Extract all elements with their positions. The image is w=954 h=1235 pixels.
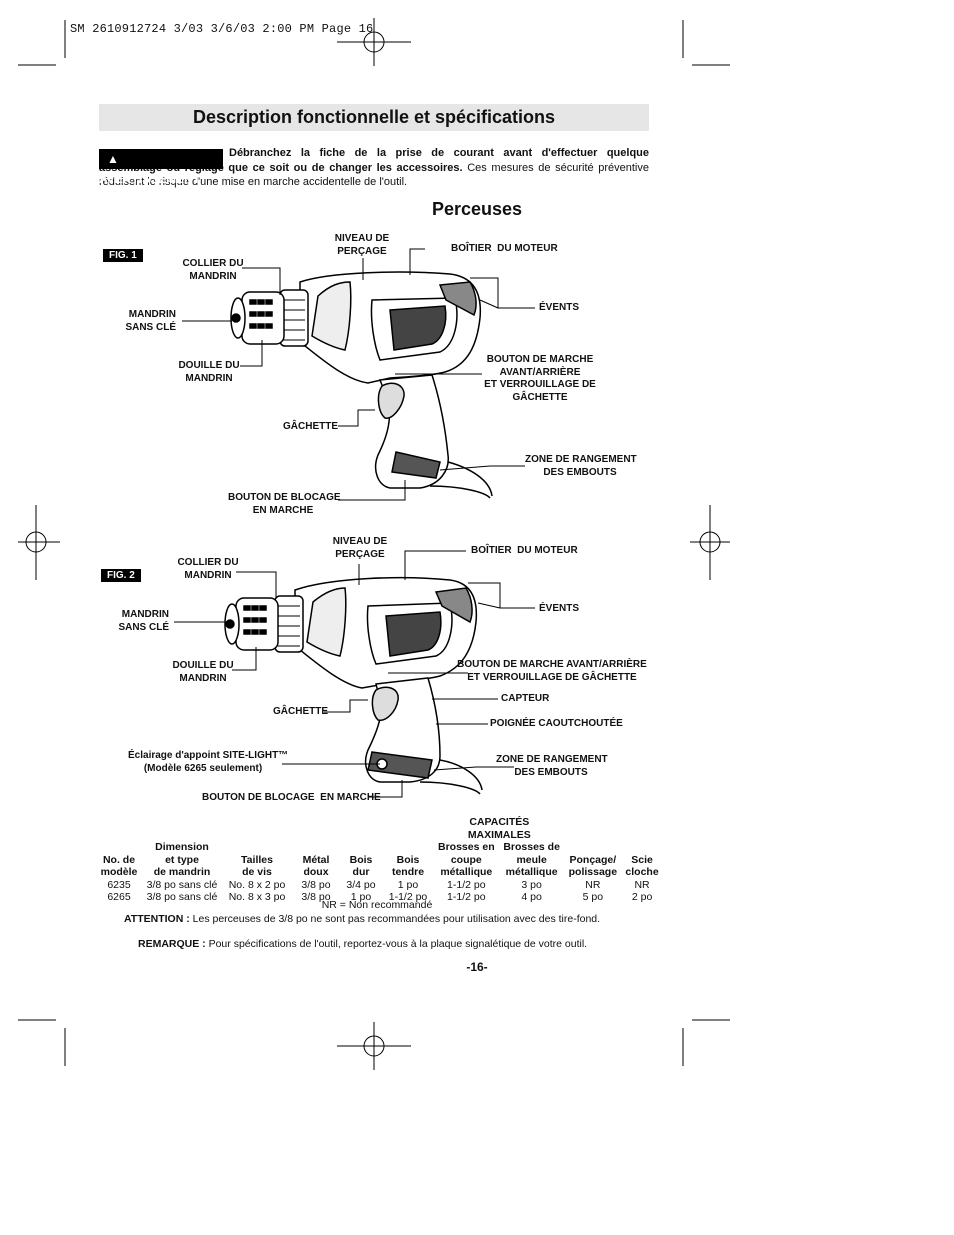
- attention-text: Les perceuses de 3/8 po ne sont pas reco…: [192, 913, 601, 925]
- table-header: Dimension et type de mandrin: [153, 841, 211, 878]
- table-cell: 3 po: [521, 878, 542, 891]
- table-cell: 3/4 po: [346, 878, 376, 891]
- table-header: No. de modèle: [100, 853, 138, 879]
- table-cell: 1-1/2 po: [388, 891, 428, 903]
- table-cell: 1-1/2 po: [447, 878, 486, 891]
- table-cell: No. 8 x 2 po: [228, 878, 286, 891]
- table-cell: 1-1/2 po: [447, 891, 486, 903]
- fig2-capteur-label: CAPTEUR: [501, 693, 550, 704]
- fig1-events-label: ÉVENTS: [539, 302, 580, 313]
- table-cell: 6265: [107, 891, 131, 903]
- remarque-note: REMARQUE : Pour spécifications de l'outi…: [138, 938, 587, 951]
- fig1-gachette-label: GÂCHETTE: [283, 421, 338, 432]
- attention-note: ATTENTION : Les perceuses de 3/8 po ne s…: [124, 913, 600, 926]
- remarque-label: REMARQUE :: [138, 938, 206, 950]
- registration-mark-bottom: [337, 1022, 411, 1070]
- table-cell: 1 po: [350, 891, 372, 903]
- fig2-niveau-label: NIVEAU DE PERÇAGE: [332, 536, 388, 560]
- table-cell: 3/8 po: [301, 891, 331, 903]
- table-cell: 4 po: [521, 891, 542, 903]
- registration-mark-top: [337, 18, 411, 66]
- section-title-bar: Description fonctionnelle et spécificati…: [99, 104, 649, 131]
- fig1-collier-label: COLLIER DU MANDRIN: [182, 258, 244, 282]
- fig1-mandrin-label: MANDRIN SANS CLÉ: [125, 309, 176, 333]
- table-row: 6235 3/8 po sans clé No. 8 x 2 po 3/8 po…: [96, 879, 663, 892]
- table-header: Scie cloche: [625, 853, 659, 879]
- table-cell: 3/8 po sans clé: [146, 891, 218, 903]
- table-cell: NR: [585, 878, 601, 891]
- table-header: Bois dur: [349, 853, 373, 879]
- table-header: Brosses en coupe métallique: [438, 841, 495, 878]
- table-cell: NR: [634, 878, 650, 891]
- table-header: Ponçage/ polissage: [568, 853, 618, 879]
- fig1-bouton-marche-label: BOUTON DE MARCHE AVANT/ARRIÈRE ET VERROU…: [484, 354, 596, 403]
- section-title: Description fonctionnelle et spécificati…: [192, 107, 556, 127]
- page-number: -16-: [466, 960, 488, 974]
- specifications-table: CAPACITÉS MAXIMALES No. de modèle Dimens…: [96, 816, 663, 904]
- crop-marks: [18, 18, 730, 1070]
- fig2-poignee-label: POIGNÉE CAOUTCHOUTÉE: [490, 718, 623, 729]
- drill-illustration-fig2: [224, 576, 483, 795]
- drills-subtitle: Perceuses: [431, 199, 523, 219]
- fig1-blocage-label: BOUTON DE BLOCAGE EN MARCHE: [228, 492, 341, 516]
- warning-badge-label: AVERTISSEMENT: [99, 172, 201, 186]
- table-group-header: CAPACITÉS MAXIMALES: [467, 816, 531, 841]
- fig2-eclairage-label: Éclairage d'appoint SITE-LIGHT™ (Modèle …: [128, 750, 289, 774]
- fig2-zone-label: ZONE DE RANGEMENT DES EMBOUTS: [496, 754, 608, 778]
- fig2-mandrin-label: MANDRIN SANS CLÉ: [118, 609, 169, 633]
- fig2-collier-label: COLLIER DU MANDRIN: [177, 557, 239, 581]
- table-header: Brosses de meule métallique: [503, 841, 560, 878]
- print-slug: SM 2610912724 3/03 3/6/03 2:00 PM Page 1…: [70, 22, 374, 36]
- fig2-boitier-label: BOÎTIER DU MOTEUR: [471, 545, 578, 556]
- fig1-douille-label: DOUILLE DU MANDRIN: [178, 360, 240, 384]
- table-row: 6265 3/8 po sans clé No. 8 x 3 po 3/8 po…: [96, 891, 663, 904]
- fig2-gachette-label: GÂCHETTE: [273, 706, 328, 717]
- fig2-bouton-marche-label: BOUTON DE MARCHE AVANT/ARRIÈRE ET VERROU…: [457, 659, 647, 683]
- warning-triangle-icon: ▲: [107, 152, 119, 166]
- table-header: Métal doux: [302, 853, 330, 879]
- table-cell: No. 8 x 3 po: [228, 891, 286, 903]
- table-header: Tailles de vis: [241, 853, 273, 879]
- table-cell: 6235: [107, 878, 131, 891]
- fig1-zone-label: ZONE DE RANGEMENT DES EMBOUTS: [525, 454, 637, 478]
- nr-note: NR = Non recommandé: [321, 899, 433, 911]
- registration-mark-right: [690, 505, 730, 580]
- table-cell: 3/8 po: [301, 878, 331, 891]
- leader-lines-fig2: [174, 550, 535, 798]
- fig2-douille-label: DOUILLE DU MANDRIN: [172, 660, 234, 684]
- warning-normal-text: Ces mesures de sécurité préventive rédui…: [99, 161, 649, 189]
- fig1-niveau-label: NIVEAU DE PERÇAGE: [334, 233, 390, 257]
- leader-lines-fig1: [182, 248, 535, 501]
- table-header: Bois tendre: [391, 853, 425, 879]
- fig2-label: FIG. 2: [101, 569, 141, 582]
- table-header-row: No. de modèle Dimension et type de mandr…: [96, 841, 663, 879]
- registration-mark-left: [18, 505, 60, 580]
- warning-badge: ▲ AVERTISSEMENT: [99, 149, 223, 186]
- fig2-events-label: ÉVENTS: [539, 603, 580, 614]
- fig2-blocage-label: BOUTON DE BLOCAGE EN MARCHE: [202, 792, 381, 803]
- attention-label: ATTENTION :: [124, 913, 190, 925]
- table-cell: 5 po: [582, 891, 604, 903]
- table-cell: 3/8 po sans clé: [146, 878, 218, 891]
- table-group-header-row: CAPACITÉS MAXIMALES: [96, 816, 663, 841]
- fig1-boitier-label: BOÎTIER DU MOTEUR: [451, 243, 558, 254]
- remarque-text: Pour spécifications de l'outil, reportez…: [208, 938, 588, 950]
- fig1-label: FIG. 1: [103, 249, 143, 262]
- table-cell: 1 po: [397, 878, 419, 891]
- drill-illustration-fig1: [230, 271, 493, 499]
- table-cell: 2 po: [631, 891, 653, 903]
